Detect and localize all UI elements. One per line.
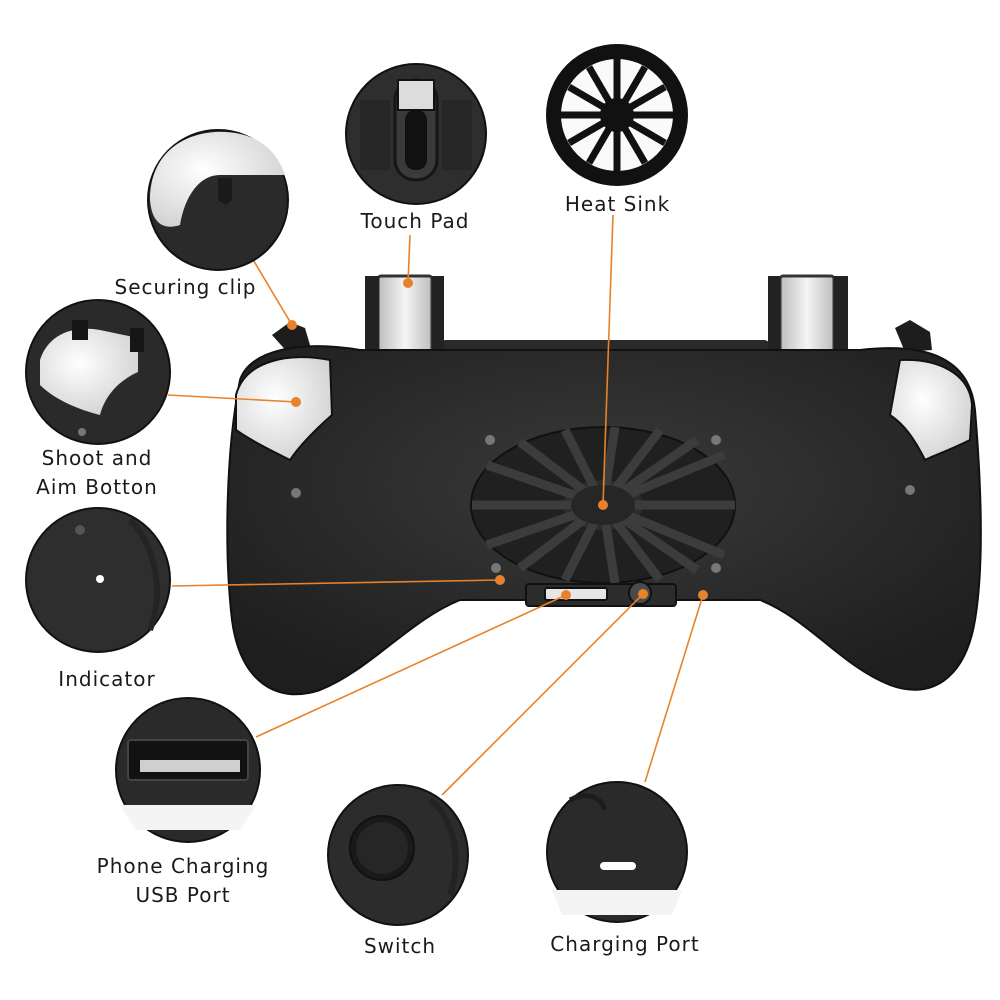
screw-hole [491, 563, 501, 573]
label-switch: Switch [363, 934, 437, 958]
leader-charging-port [644, 594, 704, 783]
label-touch-pad: Touch Pad [360, 209, 470, 233]
screw-hole [905, 485, 915, 495]
leader-lines [167, 214, 704, 796]
label-phone-usb-line1: Phone Charging [96, 854, 270, 878]
label-phone-usb-line2: USB Port [135, 883, 231, 907]
shoot-aim-detail [25, 299, 171, 445]
leader-securing-clip [251, 257, 293, 326]
screw-hole [711, 435, 721, 445]
securing-clip-detail [147, 129, 289, 271]
charging-port-detail [546, 781, 688, 923]
right-shoot-button [888, 358, 974, 462]
leader-switch [441, 593, 644, 796]
label-indicator: Indicator [58, 667, 156, 691]
screw-hole [291, 488, 301, 498]
left-shoot-button [235, 356, 334, 462]
controller-body [226, 274, 982, 696]
touch-pad-detail [345, 63, 487, 205]
label-shoot-aim-line1: Shoot and [41, 446, 153, 470]
label-securing-clip: Securing clip [114, 275, 257, 299]
label-shoot-aim-line2: Aim Botton [36, 475, 158, 499]
leader-shoot-aim [167, 394, 297, 403]
indicator-detail [25, 507, 171, 653]
heat-sink-detail [546, 44, 688, 186]
leader-dots [287, 278, 708, 600]
screw-hole [485, 435, 495, 445]
label-heat-sink: Heat Sink [564, 192, 671, 216]
switch-detail [327, 784, 469, 926]
leader-heat-sink [602, 214, 614, 506]
screw-hole [711, 563, 721, 573]
indicator-light [96, 575, 104, 583]
usb-port [544, 587, 608, 601]
leader-indicator [171, 579, 501, 587]
leader-phone-usb [255, 594, 567, 738]
leader-touch-pad [407, 234, 411, 284]
phone-usb-detail [115, 697, 261, 843]
label-charging-port: Charging Port [550, 932, 700, 956]
right-securing-clip [895, 320, 932, 352]
